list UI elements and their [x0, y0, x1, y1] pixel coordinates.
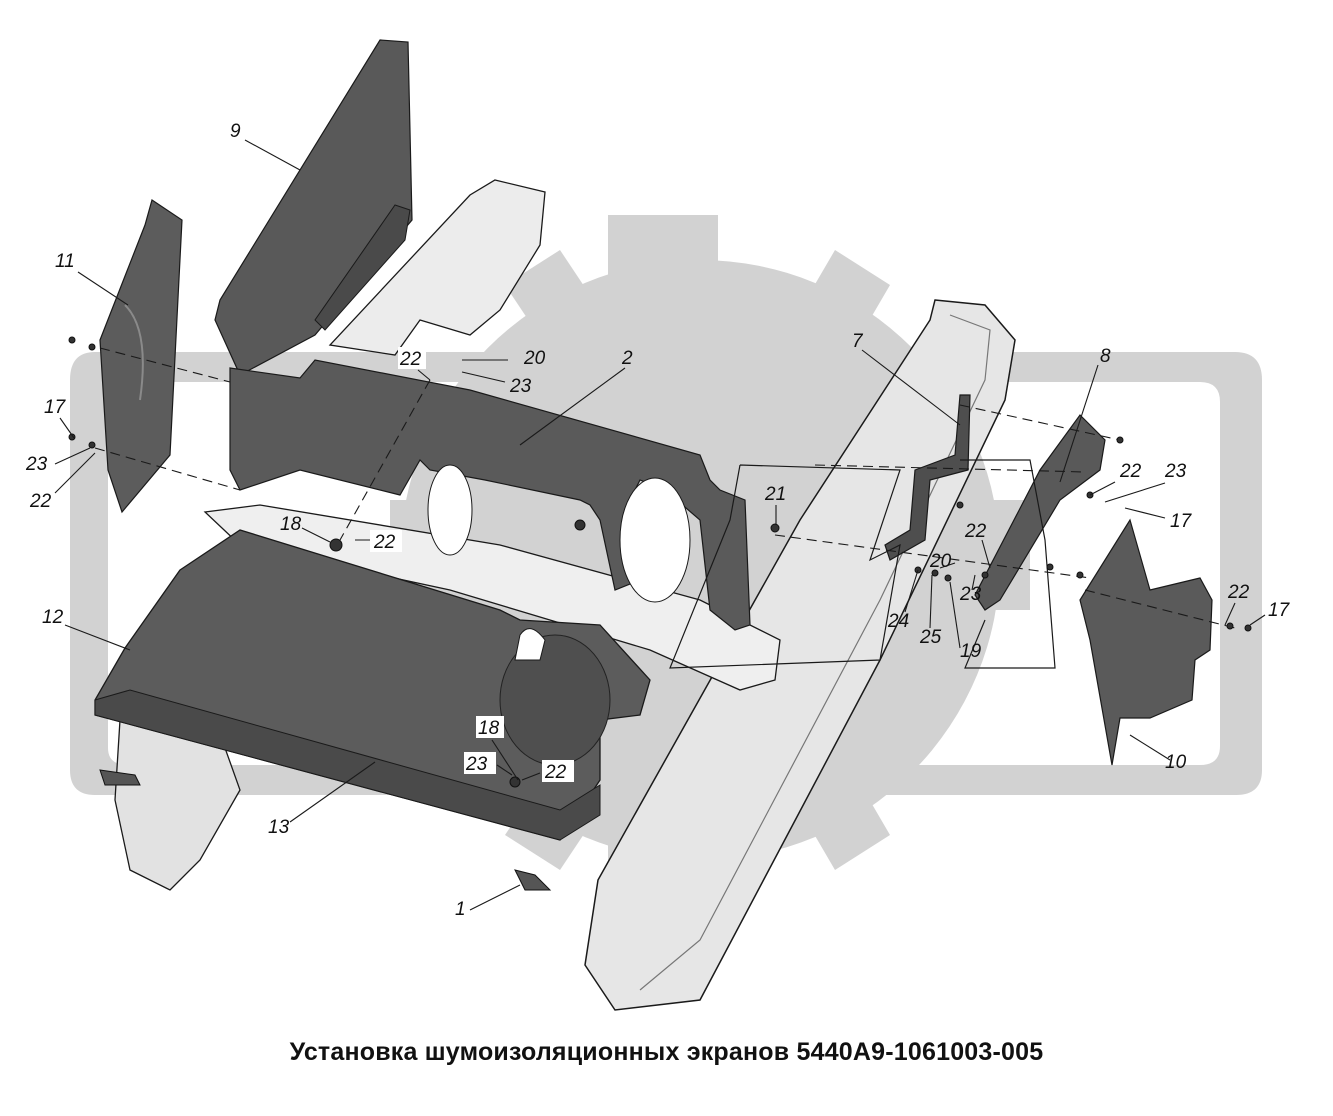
callout-19: 19 — [960, 641, 982, 662]
callout-22-center: 22 — [373, 532, 396, 553]
callout-8: 8 — [1100, 346, 1111, 367]
callout-18-top: 18 — [280, 514, 302, 535]
callout-23: 23 — [509, 376, 532, 397]
callout-23-right: 23 — [1164, 461, 1187, 482]
callout-23-bottom: 23 — [465, 754, 488, 775]
callout-20: 20 — [523, 348, 546, 369]
callout-1: 1 — [455, 899, 466, 920]
panel-2 — [229, 359, 751, 631]
callout-24: 24 — [887, 611, 909, 632]
callout-25: 25 — [919, 627, 942, 648]
frame-rail-right — [584, 299, 1016, 1011]
callout-17-far-right: 17 — [1268, 600, 1291, 621]
diagram-title: Установка шумоизоляционных экранов 5440А… — [289, 1038, 1044, 1066]
callout-2: 2 — [621, 348, 633, 369]
callout-23-mid: 23 — [959, 584, 982, 605]
mount-outline — [669, 459, 1056, 669]
callout-17-left: 17 — [44, 397, 67, 418]
callouts: 9 11 22 20 23 2 7 8 17 23 22 22 23 21 22… — [25, 121, 1291, 920]
callout-11: 11 — [55, 251, 75, 272]
callout-22-mid: 22 — [964, 521, 987, 542]
cross-member — [203, 179, 781, 691]
callout-23-left: 23 — [25, 454, 48, 475]
callout-7: 7 — [852, 331, 864, 352]
callout-9: 9 — [230, 121, 241, 142]
callout-13: 13 — [268, 817, 290, 838]
shield-12-13 — [94, 529, 651, 841]
callout-22-left: 22 — [29, 491, 52, 512]
callout-22: 22 — [399, 349, 422, 370]
bracket-7 — [884, 394, 971, 561]
callout-22-bottom: 22 — [544, 762, 567, 783]
callout-10: 10 — [1165, 752, 1187, 773]
callout-18-bottom: 18 — [478, 718, 500, 739]
callout-20-right: 20 — [929, 551, 952, 572]
assembly-lines — [94, 347, 1236, 629]
panel-9 — [214, 39, 413, 376]
panel-10 — [1079, 518, 1213, 766]
callout-21: 21 — [764, 484, 786, 505]
callout-12: 12 — [42, 607, 64, 628]
callout-22-right: 22 — [1119, 461, 1142, 482]
callout-17-right: 17 — [1170, 511, 1193, 532]
panel-11 — [99, 199, 183, 514]
callout-22-far-right: 22 — [1227, 582, 1250, 603]
